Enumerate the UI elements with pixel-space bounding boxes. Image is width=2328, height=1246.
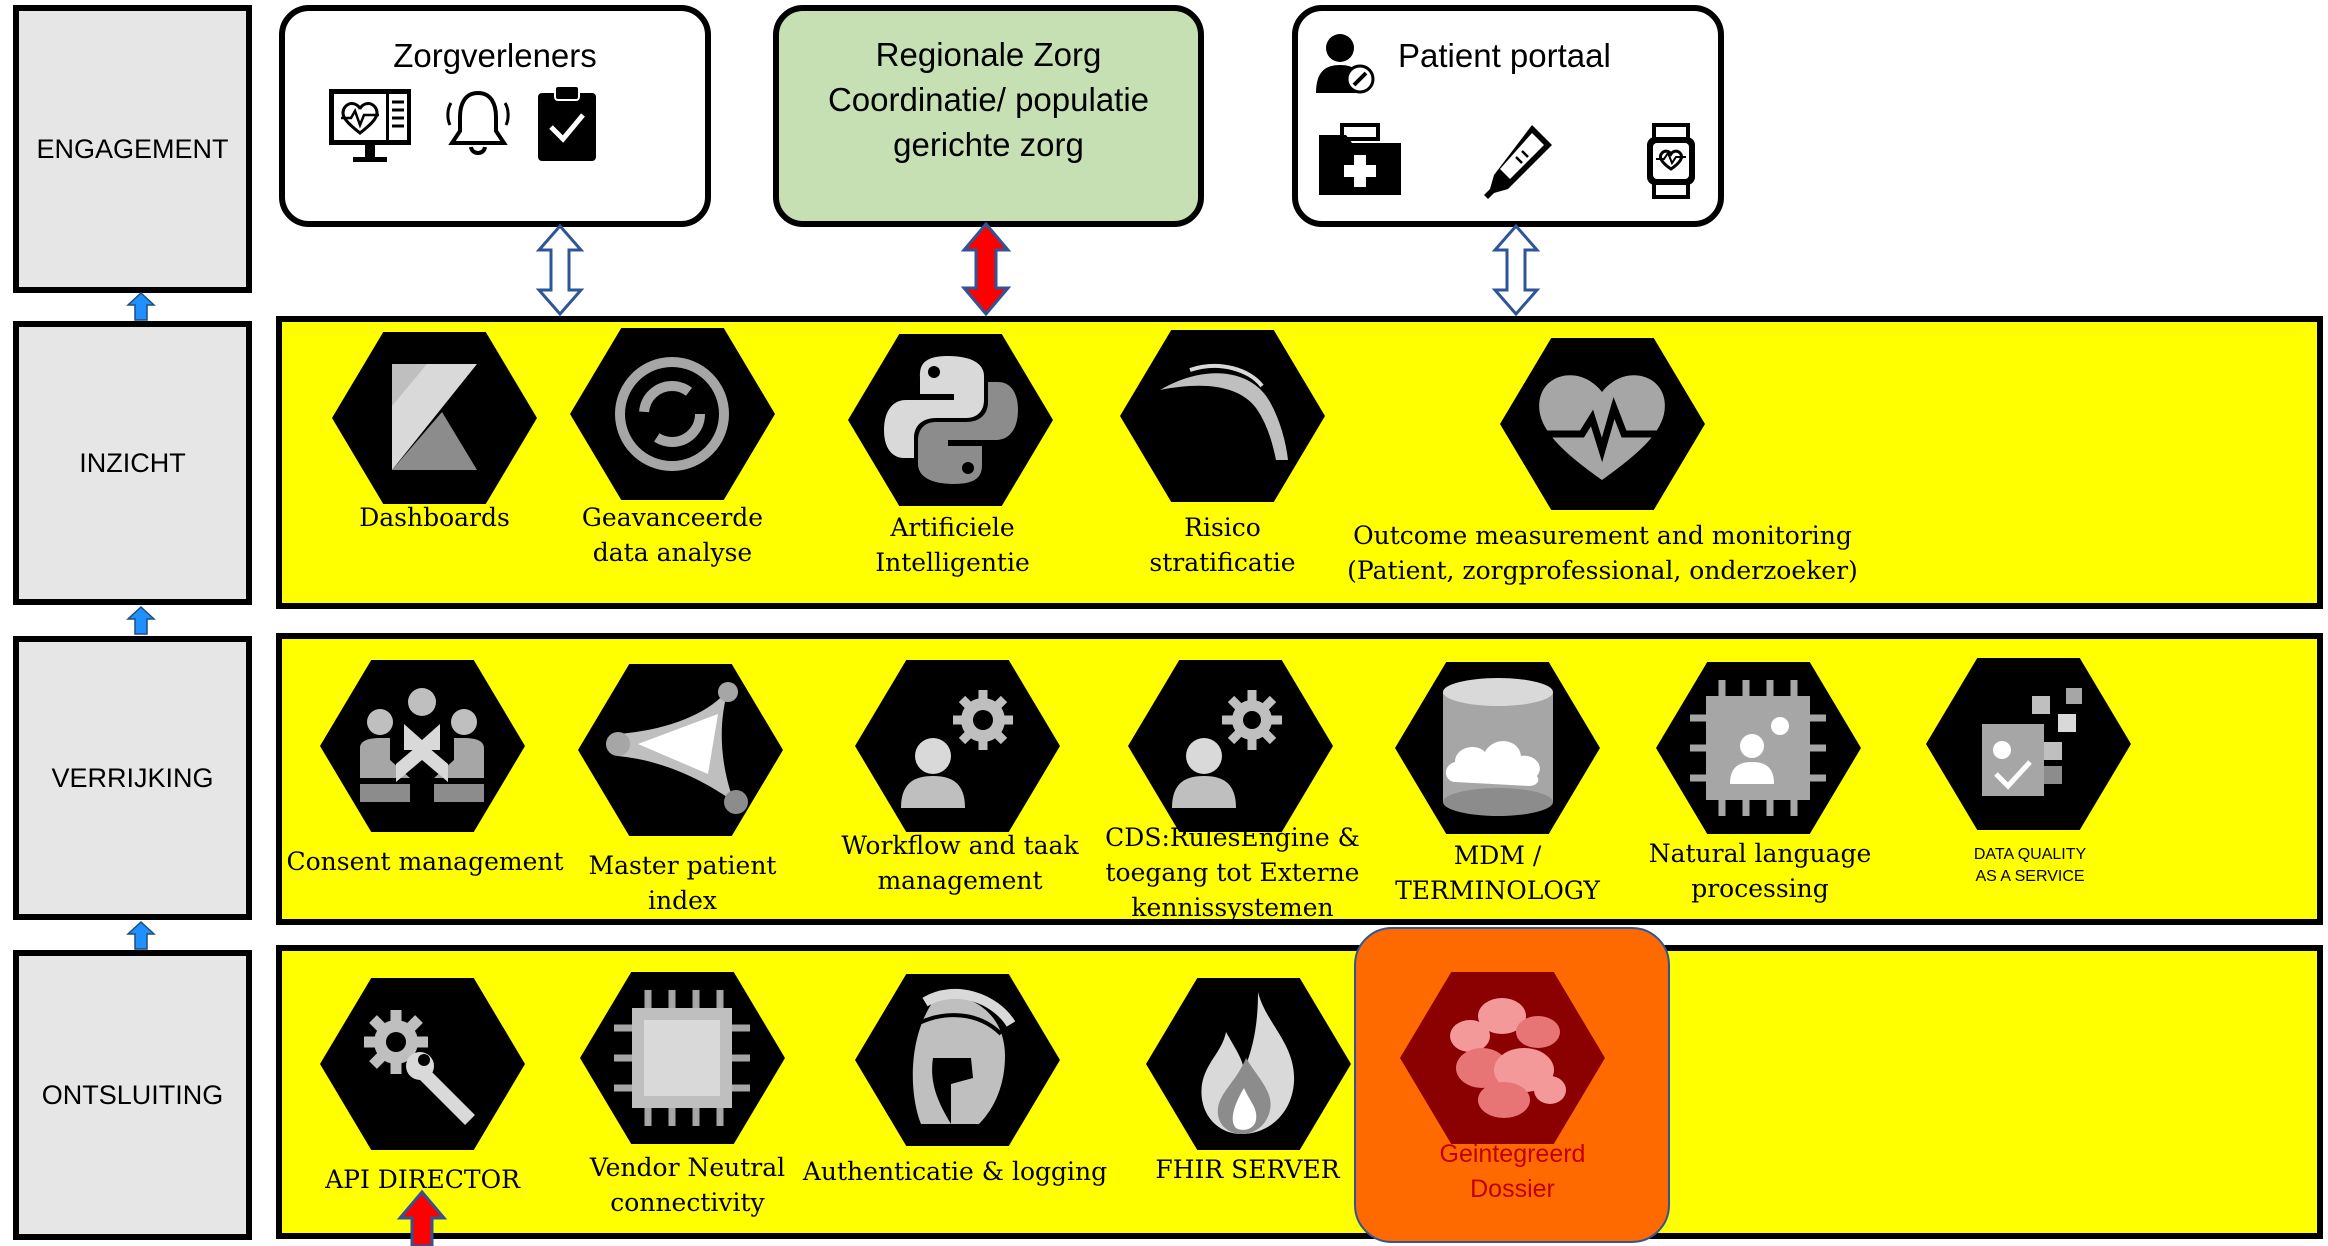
- smartwatch-icon: [1647, 123, 1695, 199]
- mpi-hex: [578, 664, 783, 836]
- layer-label-engagement: ENGAGEMENT: [13, 5, 252, 293]
- helmet-icon: [912, 989, 1016, 1124]
- up-arrow-icon: [126, 921, 156, 950]
- dashboards-label: Dashboards: [359, 503, 510, 532]
- up-arrow-icon: [126, 292, 156, 321]
- flame-icon: [1201, 992, 1295, 1134]
- data-quality-icon: [1982, 688, 2082, 796]
- medical-folder-icon: [1319, 123, 1401, 195]
- regionale-zorg-title-line2: Coordinatie/ populatie: [827, 81, 1150, 118]
- double-arrow-icon: [1491, 224, 1541, 316]
- layer-label-verrijking: VERRIJKING: [13, 636, 252, 920]
- authenticatie-label: Authenticatie & logging: [802, 1157, 1108, 1186]
- analytics-swirl-icon: [615, 357, 729, 471]
- bell-icon: [446, 90, 510, 155]
- python-icon: [884, 356, 1018, 484]
- regionale-zorg-title-line3: gerichte zorg: [893, 126, 1084, 163]
- chip-user-icon: [1690, 680, 1826, 816]
- patient-portaal-title: Patient portaal: [1398, 37, 1611, 74]
- chip-icon: [614, 990, 750, 1126]
- consent-label: Consent management: [286, 847, 564, 876]
- clipboard-check-icon: [538, 85, 596, 161]
- zorgverleners-title: Zorgverleners: [393, 37, 597, 74]
- database-cloud-icon: [1443, 678, 1553, 816]
- heart-pulse-icon: [1539, 375, 1665, 480]
- user-gear-icon: [901, 690, 1013, 808]
- layer-label-inzicht: INZICHT: [13, 321, 252, 605]
- outcome-label: Outcome measurement and monitoring(Patie…: [1347, 521, 1858, 585]
- api-director-label: API DIRECTOR: [325, 1165, 520, 1194]
- ai-hex: [848, 334, 1053, 506]
- people-group-icon: [360, 688, 484, 802]
- patient-portaal-box: Patient portaal: [1292, 5, 1724, 227]
- monitor-heart-icon: [329, 89, 411, 162]
- user-icon: [1316, 34, 1375, 94]
- fhir-server-label: FHIR SERVER: [1155, 1155, 1340, 1184]
- up-arrow-icon: [126, 606, 156, 635]
- arc-icon: [1160, 364, 1288, 460]
- zorgverleners-box: Zorgverleners: [279, 5, 711, 227]
- cells-icon: [1450, 998, 1566, 1118]
- regionale-zorg-box: Regionale Zorg Coordinatie/ populatie ge…: [773, 5, 1204, 227]
- thermometer-icon: [1484, 125, 1552, 199]
- consent-hex: [320, 660, 525, 832]
- double-arrow-red-icon: [960, 222, 1012, 316]
- red-arrow-icon: [396, 1190, 448, 1246]
- gear-wrench-icon: [364, 1010, 475, 1125]
- mdm-label: MDM /TERMINOLOGY: [1395, 841, 1600, 905]
- kibana-icon: [392, 364, 477, 470]
- double-arrow-icon: [535, 224, 585, 316]
- data-analyse-hex: [570, 328, 775, 500]
- layer-label-ontsluiting: ONTSLUITING: [13, 950, 252, 1240]
- regionale-zorg-title-line1: Regionale Zorg: [875, 36, 1102, 73]
- user-gear-icon: [1172, 690, 1282, 808]
- network-icon: [606, 682, 748, 814]
